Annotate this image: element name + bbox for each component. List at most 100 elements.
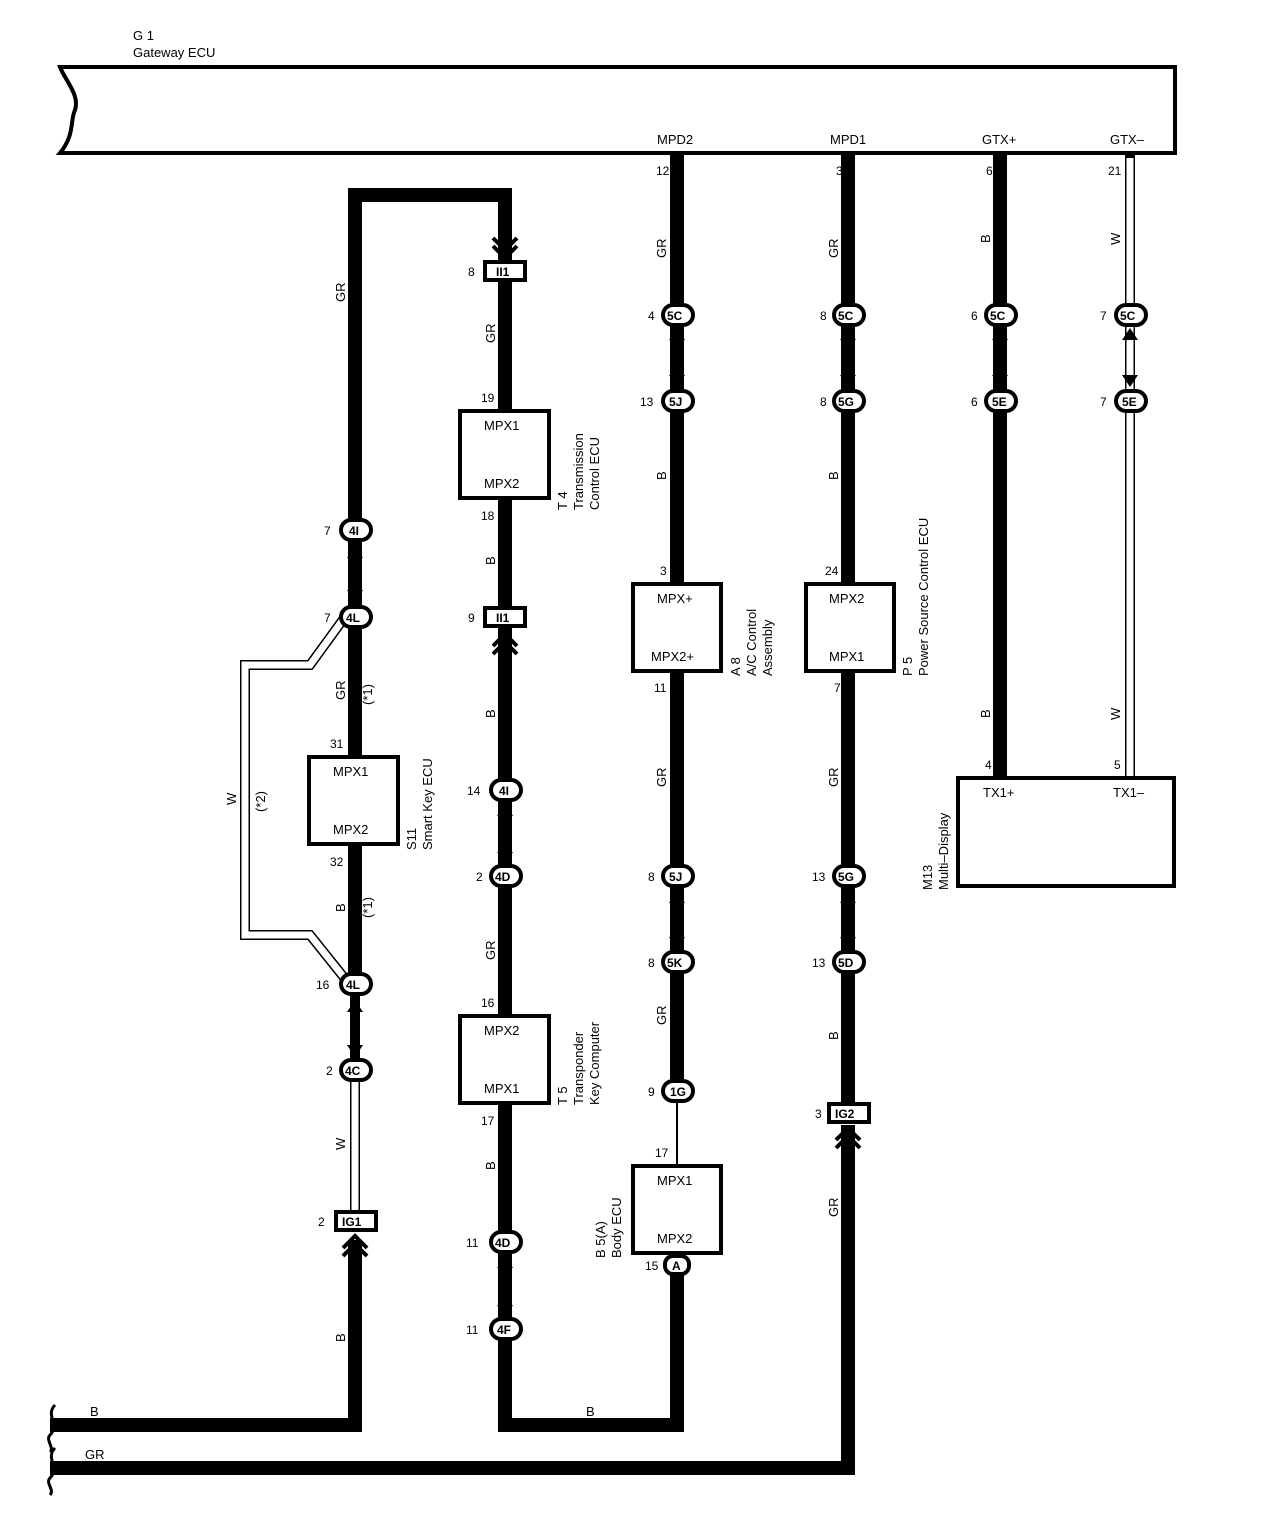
term-mpd1: MPD1 bbox=[830, 132, 866, 147]
svg-text:Assembly: Assembly bbox=[760, 619, 775, 676]
svg-text:6: 6 bbox=[971, 309, 978, 323]
svg-text:TX1+: TX1+ bbox=[983, 785, 1014, 800]
svg-text:B: B bbox=[90, 1404, 99, 1419]
svg-text:B: B bbox=[483, 709, 498, 718]
svg-text:14: 14 bbox=[467, 784, 481, 798]
junction-5e-gtx-plus: 5E6 bbox=[971, 389, 1018, 413]
svg-text:B: B bbox=[586, 1404, 595, 1419]
svg-text:B: B bbox=[483, 1161, 498, 1170]
svg-text:B: B bbox=[978, 709, 993, 718]
svg-text:GR: GR bbox=[654, 1006, 669, 1026]
svg-text:5K: 5K bbox=[667, 956, 683, 970]
svg-text:GR: GR bbox=[654, 768, 669, 788]
svg-text:B: B bbox=[333, 1333, 348, 1342]
svg-text:5C: 5C bbox=[1120, 309, 1136, 323]
wire-ig2-down bbox=[50, 1125, 855, 1475]
svg-text:T 5: T 5 bbox=[555, 1086, 570, 1105]
svg-text:MPX2: MPX2 bbox=[484, 476, 519, 491]
svg-text:GR: GR bbox=[85, 1447, 105, 1462]
svg-text:2: 2 bbox=[318, 1215, 325, 1229]
svg-text:7: 7 bbox=[1100, 395, 1107, 409]
junction-4i-left: 4I7 bbox=[324, 518, 373, 542]
svg-text:3: 3 bbox=[815, 1107, 822, 1121]
svg-text:B: B bbox=[826, 471, 841, 480]
svg-text:B: B bbox=[483, 556, 498, 565]
svg-text:P 5: P 5 bbox=[900, 657, 915, 676]
svg-text:5E: 5E bbox=[1122, 395, 1137, 409]
junction-4c: 4C 2 bbox=[326, 1058, 373, 1082]
svg-text:TX1–: TX1– bbox=[1113, 785, 1145, 800]
svg-text:MPX2: MPX2 bbox=[657, 1231, 692, 1246]
gateway-box bbox=[55, 65, 1177, 155]
connector-ii1-top: II1 8 bbox=[468, 260, 527, 282]
svg-text:8: 8 bbox=[648, 956, 655, 970]
svg-text:MPX2: MPX2 bbox=[829, 591, 864, 606]
svg-text:MPX2+: MPX2+ bbox=[651, 649, 694, 664]
connector-ii1-bottom: II1 9 bbox=[468, 606, 527, 628]
svg-text:II1: II1 bbox=[496, 611, 510, 625]
svg-text:GR: GR bbox=[483, 324, 498, 344]
svg-text:4: 4 bbox=[648, 309, 655, 323]
pin-mpd2: 12 bbox=[656, 164, 670, 178]
svg-text:3: 3 bbox=[660, 564, 667, 578]
component-p5: MPX2 MPX1 24 7 P 5 Power Source Control … bbox=[804, 518, 931, 695]
svg-text:A: A bbox=[672, 1259, 681, 1273]
gateway-ecu: G 1 Gateway ECU MPD2 MPD1 GTX+ GTX– 12 3… bbox=[55, 28, 1177, 178]
svg-text:Smart Key ECU: Smart Key ECU bbox=[420, 758, 435, 850]
inline-connectors: II1 8 II1 9 IG1 2 IG2 3 bbox=[318, 260, 871, 1232]
gateway-code: G 1 bbox=[133, 28, 154, 43]
svg-text:2: 2 bbox=[326, 1064, 333, 1078]
svg-text:5J: 5J bbox=[669, 395, 682, 409]
svg-text:4: 4 bbox=[985, 758, 992, 772]
junction-5e-gtx-minus: 5E 7 bbox=[1100, 389, 1148, 413]
component-t4: MPX1 MPX2 19 18 T 4 Transmission Control… bbox=[458, 391, 602, 523]
svg-text:4L: 4L bbox=[346, 978, 360, 992]
svg-text:8: 8 bbox=[648, 870, 655, 884]
harness-break-marks bbox=[47, 1403, 57, 1497]
svg-text:19: 19 bbox=[481, 391, 495, 405]
svg-text:2: 2 bbox=[476, 870, 483, 884]
svg-text:W: W bbox=[333, 1137, 348, 1150]
svg-text:1G: 1G bbox=[670, 1085, 686, 1099]
svg-text:GR: GR bbox=[333, 283, 348, 303]
svg-text:9: 9 bbox=[648, 1085, 655, 1099]
svg-text:24: 24 bbox=[825, 564, 839, 578]
junction-5c-mpd2: 5C4 bbox=[648, 303, 695, 327]
junction-5c-mpd1: 5C 8 bbox=[820, 303, 866, 327]
svg-text:5C: 5C bbox=[838, 309, 854, 323]
svg-text:GR: GR bbox=[826, 239, 841, 259]
svg-text:9: 9 bbox=[468, 611, 475, 625]
svg-text:7: 7 bbox=[1100, 309, 1107, 323]
svg-text:S11: S11 bbox=[404, 828, 419, 850]
svg-text:18: 18 bbox=[481, 509, 495, 523]
svg-text:13: 13 bbox=[812, 956, 826, 970]
wire-gr-left-loop bbox=[348, 188, 512, 532]
wire-4f-body bbox=[498, 1265, 684, 1432]
svg-text:GR: GR bbox=[826, 768, 841, 788]
wire-color-labels: GR W GR (*1) (*2) B (*1) W B GR B B GR B… bbox=[85, 232, 1123, 1462]
connector-arrows bbox=[341, 236, 1138, 1317]
pin-gtx-minus: 21 bbox=[1108, 164, 1122, 178]
svg-text:MPX+: MPX+ bbox=[657, 591, 693, 606]
svg-text:Key Computer: Key Computer bbox=[587, 1021, 602, 1105]
svg-text:4C: 4C bbox=[345, 1064, 361, 1078]
svg-text:8: 8 bbox=[820, 309, 827, 323]
svg-text:7: 7 bbox=[324, 611, 331, 625]
junction-4d-top: 4D2 bbox=[476, 864, 523, 888]
svg-text:MPX2: MPX2 bbox=[484, 1023, 519, 1038]
svg-text:13: 13 bbox=[812, 870, 826, 884]
svg-text:11: 11 bbox=[466, 1323, 479, 1337]
svg-text:Body ECU: Body ECU bbox=[609, 1197, 624, 1258]
svg-text:4D: 4D bbox=[495, 1236, 511, 1250]
svg-text:4I: 4I bbox=[499, 784, 509, 798]
term-gtx-minus: GTX– bbox=[1110, 132, 1145, 147]
svg-text:17: 17 bbox=[481, 1114, 495, 1128]
svg-text:5: 5 bbox=[1114, 758, 1121, 772]
junction-4i-mid: 4I 14 bbox=[467, 778, 523, 802]
svg-text:GR: GR bbox=[333, 681, 348, 701]
